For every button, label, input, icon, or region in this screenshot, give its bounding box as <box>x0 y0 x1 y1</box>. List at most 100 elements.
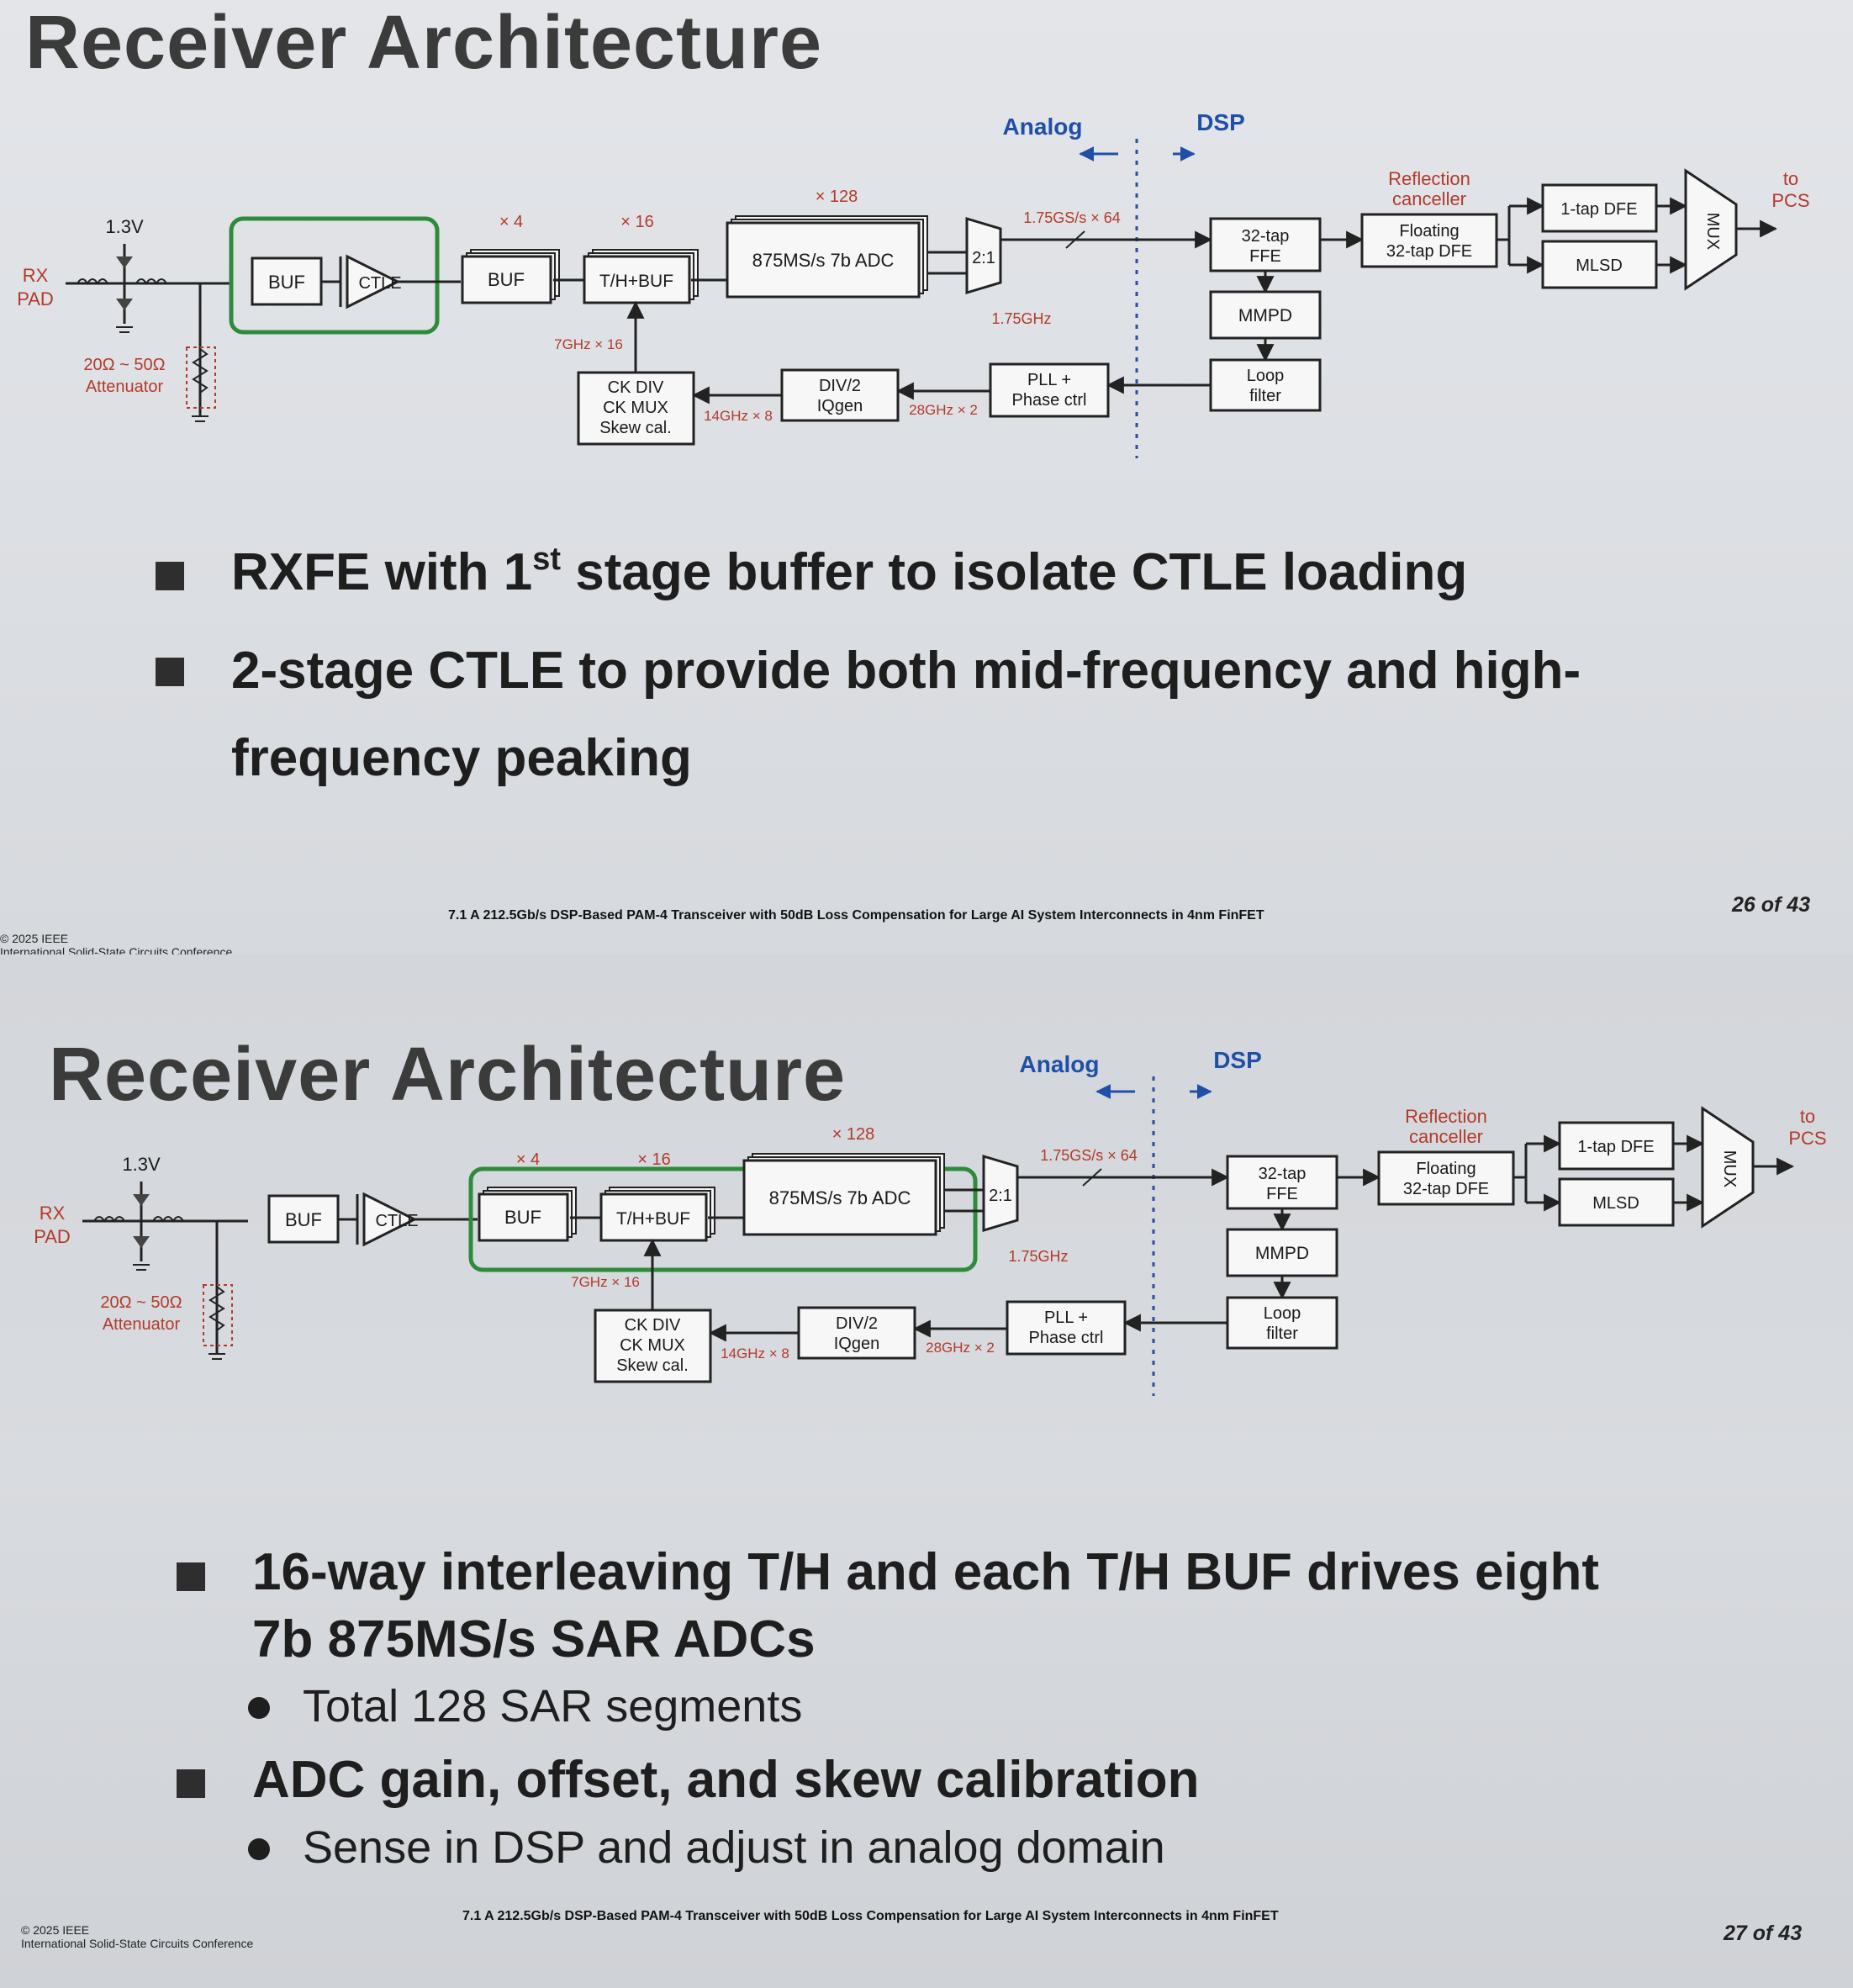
pll-label: Phase ctrl <box>1029 1329 1104 1347</box>
mux21-icon <box>982 1154 1019 1233</box>
supply-label: 1.3V <box>105 216 144 237</box>
loop-filter-label: Loop <box>1247 367 1285 385</box>
adc-label: 875MS/s 7b ADC <box>769 1187 911 1208</box>
ffe-label: 32-tap <box>1242 227 1290 246</box>
bus-slash <box>1065 230 1085 249</box>
bullet-text: RXFE with 1 <box>231 543 533 601</box>
clk-label: 1.75GHz <box>991 310 1051 327</box>
div2-label: IQgen <box>817 397 863 415</box>
pll-label: PLL + <box>1044 1309 1088 1327</box>
reflection-label: canceller <box>1409 1126 1483 1147</box>
square-bullet-icon <box>156 658 184 686</box>
rx-pad-label: PAD <box>34 1226 71 1247</box>
attenuator-label: Attenuator <box>86 378 164 396</box>
page-number: 27 of 43 <box>1724 1922 1803 1945</box>
div2-label: IQgen <box>834 1335 879 1353</box>
th-buf-label: T/H+BUF <box>616 1209 690 1229</box>
resistor-icon <box>192 348 209 394</box>
reflection-label: Reflection <box>1388 168 1470 189</box>
loop-filter-box <box>1226 1296 1338 1350</box>
copyright-block: © 2025 IEEE International Solid-State Ci… <box>21 1923 253 1950</box>
div2-label: DIV/2 <box>836 1314 878 1333</box>
buf4-box <box>478 1192 569 1242</box>
1tap-dfe-box <box>1541 183 1658 233</box>
f14-label: 14GHz × 8 <box>721 1346 789 1361</box>
buf1-label: BUF <box>268 272 305 293</box>
rate-label: 1.75GS/s × 64 <box>1040 1147 1138 1164</box>
pll-label: PLL + <box>1027 371 1071 389</box>
resistor-icon <box>209 1286 225 1331</box>
slide-27: Receiver Architecture 16-way interleavin… <box>0 954 1853 1988</box>
pll-box <box>1006 1300 1127 1356</box>
adc-box <box>742 1159 937 1236</box>
footer-paper-title: 7.1 A 212.5Gb/s DSP-Based PAM-4 Transcei… <box>448 908 1264 923</box>
1tap-dfe-label: 1-tap DFE <box>1560 200 1637 219</box>
page-number: 26 of 43 <box>1732 893 1811 917</box>
mux-label: MUX <box>1703 213 1722 250</box>
inductor-icon <box>77 278 108 285</box>
ctle-amp-icon <box>339 254 401 309</box>
ground-icon <box>133 1264 150 1271</box>
mlsd-label: MLSD <box>1576 256 1623 275</box>
ctle-amp-icon <box>356 1192 418 1247</box>
inductor-icon <box>135 278 167 285</box>
footer-paper-title: 7.1 A 212.5Gb/s DSP-Based PAM-4 Transcei… <box>462 1909 1279 1923</box>
mmpd-label: MMPD <box>1238 306 1292 325</box>
bus-slash <box>1082 1168 1102 1187</box>
loop-filter-label: filter <box>1249 387 1281 405</box>
conference-name: International Solid-State Circuits Confe… <box>21 1937 254 1950</box>
sub-bullet-item: Total 128 SAR segments <box>177 1673 1732 1739</box>
mlsd-box <box>1558 1177 1675 1227</box>
th-buf-box <box>599 1192 708 1242</box>
bullet-list: 16-way interleaving T/H and each T/H BUF… <box>177 1539 1732 1880</box>
f7-label: 7GHz × 16 <box>571 1274 640 1290</box>
bullet-text: 16-way interleaving T/H and each T/H BUF… <box>252 1543 1600 1668</box>
esd-diode-icon <box>133 1194 150 1248</box>
mmpd-label: MMPD <box>1255 1244 1309 1263</box>
div2-box <box>780 368 900 422</box>
to-pcs-label: PCS <box>1788 1128 1826 1149</box>
x4-label: × 4 <box>516 1150 540 1169</box>
bullet-text: stage buffer to isolate CTLE loading <box>561 543 1468 601</box>
conference-name: International Solid-State Circuits Confe… <box>0 945 233 954</box>
round-bullet-icon <box>248 1838 270 1860</box>
floating-dfe-label: Floating <box>1399 222 1459 241</box>
mux21-label: 2:1 <box>972 249 995 267</box>
inductor-icon <box>93 1216 125 1223</box>
copyright: © 2025 IEEE <box>21 1923 90 1937</box>
f28-label: 28GHz × 2 <box>909 402 978 418</box>
bullet-text: Total 128 SAR segments <box>303 1681 803 1732</box>
loop-filter-label: filter <box>1266 1324 1298 1343</box>
highlight-frame <box>229 216 440 335</box>
buf1-box <box>267 1194 340 1244</box>
mmpd-box <box>1209 290 1322 340</box>
square-bullet-icon <box>177 1562 205 1591</box>
mmpd-box <box>1226 1228 1338 1277</box>
adc-box <box>726 221 921 299</box>
esd-diode-icon <box>116 256 133 310</box>
rate-label: 1.75GS/s × 64 <box>1023 209 1121 226</box>
buf4-label: BUF <box>488 269 525 290</box>
attenuator-outline <box>186 346 216 409</box>
1tap-dfe-box <box>1558 1121 1675 1171</box>
x4-label: × 4 <box>499 213 523 231</box>
ground-icon <box>192 415 209 422</box>
dsp-label: DSP <box>1213 1047 1262 1073</box>
loop-filter-label: Loop <box>1264 1304 1301 1323</box>
mux-icon <box>1684 168 1738 291</box>
div2-label: DIV/2 <box>819 377 861 395</box>
to-pcs-label: to <box>1800 1106 1815 1127</box>
slide-title: Receiver Architecture <box>49 1033 847 1117</box>
copyright-block: © 2025 IEEE International Solid-State Ci… <box>0 932 232 954</box>
x16-label: × 16 <box>620 213 653 231</box>
ckdiv-label: CK MUX <box>603 399 668 417</box>
bullet-list: RXFE with 1st stage buffer to isolate CT… <box>156 538 1736 802</box>
copyright: © 2025 IEEE <box>0 932 69 945</box>
analog-label: Analog <box>1003 114 1083 140</box>
bullet-text: Sense in DSP and adjust in analog domain <box>303 1822 1165 1873</box>
buf1-label: BUF <box>285 1209 322 1230</box>
to-pcs-label: PCS <box>1771 190 1809 211</box>
ctle-label: CTLE <box>358 274 401 293</box>
ffe-label: 32-tap <box>1259 1165 1307 1183</box>
